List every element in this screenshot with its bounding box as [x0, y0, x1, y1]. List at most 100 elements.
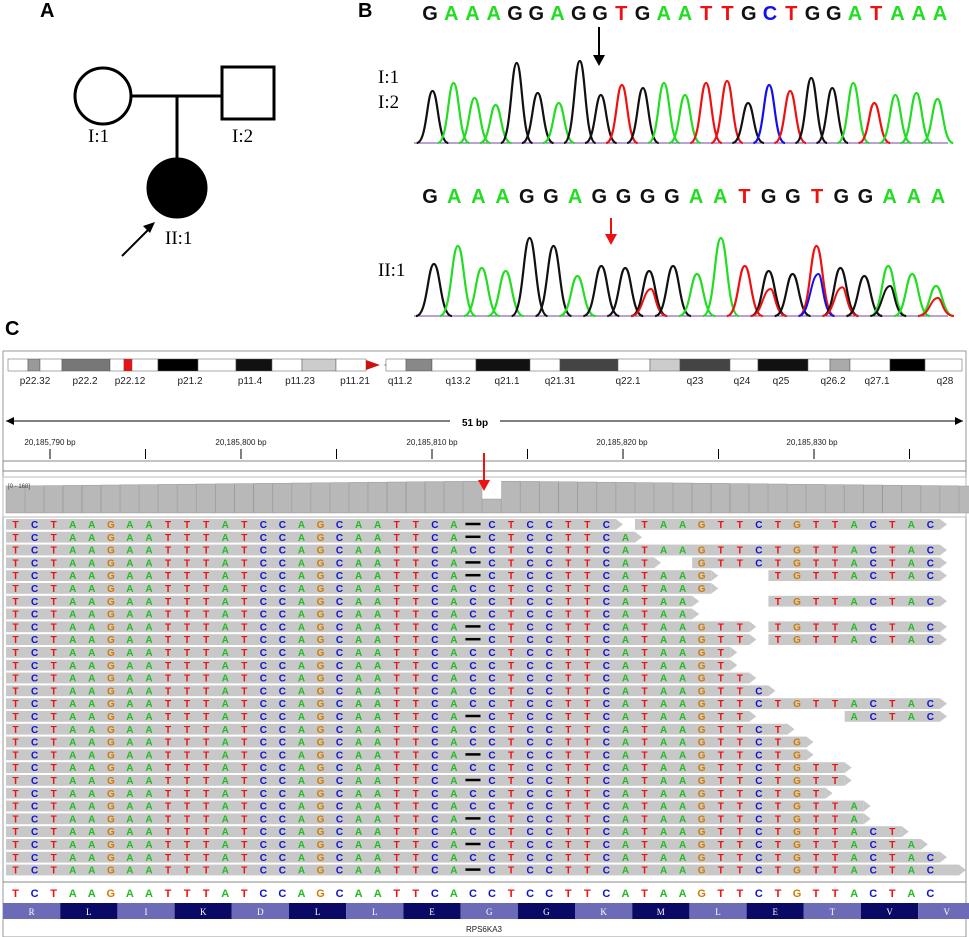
read-base: T: [394, 853, 400, 864]
read-base: T: [718, 853, 724, 864]
read-base: C: [527, 814, 534, 825]
read-base: T: [12, 840, 18, 851]
read-arrow: [711, 570, 719, 581]
read-base: T: [394, 750, 400, 761]
sequence-base: T: [700, 3, 712, 25]
read-base: A: [145, 789, 152, 800]
cytoband: [39, 358, 63, 372]
read-base: T: [394, 520, 400, 531]
read-base: G: [698, 789, 706, 800]
read-base: C: [260, 763, 267, 774]
sequence-base: G: [761, 186, 777, 208]
read-base: C: [336, 571, 343, 582]
read-base: T: [775, 827, 781, 838]
read-base: C: [469, 802, 476, 813]
read-base: C: [31, 802, 38, 813]
read-base: T: [584, 814, 590, 825]
coverage-bar: [901, 485, 921, 514]
read-base: C: [870, 635, 877, 646]
read-base: T: [184, 661, 190, 672]
read-arrow: [806, 749, 814, 761]
read-base: A: [622, 558, 629, 569]
read-base: T: [718, 738, 724, 749]
read-base: A: [88, 750, 95, 761]
read-base: T: [165, 776, 171, 787]
read-base: T: [641, 725, 647, 736]
amino-acid-cell: [575, 903, 633, 919]
read-base: A: [222, 840, 229, 851]
read-base: G: [698, 750, 706, 761]
read-base: C: [336, 827, 343, 838]
read-base: T: [203, 622, 209, 633]
span-right-arrow: [955, 417, 963, 425]
read-base: A: [222, 558, 229, 569]
read-base: A: [679, 546, 686, 557]
read-base: G: [317, 648, 325, 659]
read-base: C: [927, 520, 934, 531]
read-base: A: [355, 866, 362, 877]
read-base: T: [203, 699, 209, 710]
reference-base: A: [374, 888, 382, 900]
read-base: T: [737, 558, 743, 569]
read-base: A: [679, 610, 686, 621]
read-base: A: [355, 699, 362, 710]
read-base: C: [336, 840, 343, 851]
read-base: T: [889, 558, 895, 569]
read-base: A: [145, 533, 152, 544]
reference-base: A: [69, 888, 77, 900]
read-base: A: [355, 840, 362, 851]
reference-base: G: [793, 888, 802, 900]
read-base: T: [641, 597, 647, 608]
coverage-bar: [406, 481, 426, 514]
sequence-base: A: [912, 3, 926, 25]
read-base: T: [203, 546, 209, 557]
read-arrow: [844, 762, 852, 773]
read-base: T: [12, 866, 18, 877]
read-base: T: [241, 597, 247, 608]
trace-peak: [689, 81, 723, 145]
read-bar: [6, 583, 712, 594]
read-base: T: [184, 802, 190, 813]
read-base: G: [317, 571, 325, 582]
reference-base: T: [641, 888, 648, 900]
read-base: A: [355, 802, 362, 813]
read-base: A: [222, 814, 229, 825]
read-base: G: [698, 802, 706, 813]
coverage-bar: [329, 482, 349, 514]
read-base: C: [469, 725, 476, 736]
read-base: T: [508, 610, 514, 621]
read-base: T: [241, 776, 247, 787]
read-base: A: [126, 661, 133, 672]
coverage-bar: [920, 485, 940, 514]
coverage-bar: [672, 482, 692, 514]
read-base: A: [126, 533, 133, 544]
read-arrow: [959, 864, 966, 876]
read-base: A: [126, 546, 133, 557]
read-base: A: [622, 648, 629, 659]
read-base: T: [12, 597, 18, 608]
read-base: T: [12, 635, 18, 646]
read-base: A: [908, 853, 915, 864]
read-base: T: [203, 866, 209, 877]
read-base: A: [450, 866, 457, 877]
read-base: G: [107, 789, 115, 800]
read-base: G: [698, 866, 706, 877]
read-base: G: [793, 699, 801, 710]
sequence-base: A: [471, 186, 485, 208]
trace-peak: [559, 274, 596, 318]
read-base: T: [413, 622, 419, 633]
read-base: C: [527, 520, 534, 531]
read-base: A: [374, 571, 381, 582]
read-base: T: [12, 802, 18, 813]
read-base: C: [431, 622, 438, 633]
read-base: T: [565, 648, 571, 659]
read-base: T: [565, 635, 571, 646]
read-base: C: [279, 558, 286, 569]
read-base: T: [184, 584, 190, 595]
read-base: T: [165, 597, 171, 608]
read-base: A: [679, 699, 686, 710]
read-base: G: [107, 814, 115, 825]
read-base: A: [450, 802, 457, 813]
read-base: G: [698, 635, 706, 646]
read-base: G: [698, 853, 706, 864]
